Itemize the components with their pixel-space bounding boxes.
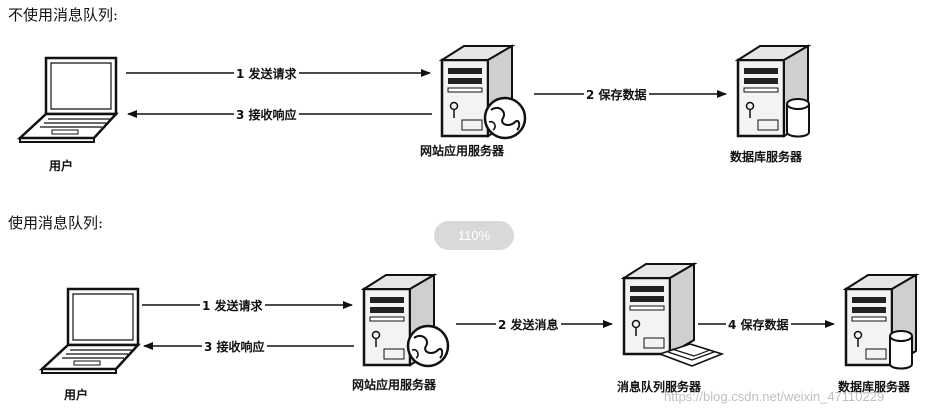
laptop-icon — [40, 287, 140, 375]
step1-label: 1 发送请求 — [200, 297, 265, 314]
step2-label: 2 发送消息 — [496, 316, 561, 333]
db-server-label: 数据库服务器 — [730, 150, 803, 164]
web-server-label: 网站应用服务器 — [352, 378, 437, 392]
step3-label: 3 接收响应 — [234, 106, 299, 123]
laptop-icon — [18, 56, 118, 144]
zoom-level-badge: 110% — [434, 221, 514, 250]
database-icon — [889, 330, 913, 370]
step1-label: 1 发送请求 — [234, 65, 299, 82]
step3-label: 3 接收响应 — [202, 338, 267, 355]
mq-server-label: 消息队列服务器 — [617, 380, 702, 394]
section-title-with-queue: 使用消息队列: — [8, 214, 104, 232]
step4-label: 4 保存数据 — [726, 316, 791, 333]
step2-label: 2 保存数据 — [584, 86, 649, 103]
section-title-without-queue: 不使用消息队列: — [8, 6, 119, 24]
user-label: 用户 — [49, 159, 74, 173]
globe-icon — [483, 96, 527, 140]
globe-icon — [406, 324, 450, 368]
db-server-label: 数据库服务器 — [838, 380, 911, 394]
user-label: 用户 — [64, 388, 89, 402]
message-tray-icon — [657, 343, 725, 367]
web-server-label: 网站应用服务器 — [420, 144, 505, 158]
watermark: https://blog.csdn.net/weixin_47110229 — [664, 389, 885, 404]
database-icon — [786, 98, 810, 138]
mq-server-icon — [622, 262, 696, 356]
